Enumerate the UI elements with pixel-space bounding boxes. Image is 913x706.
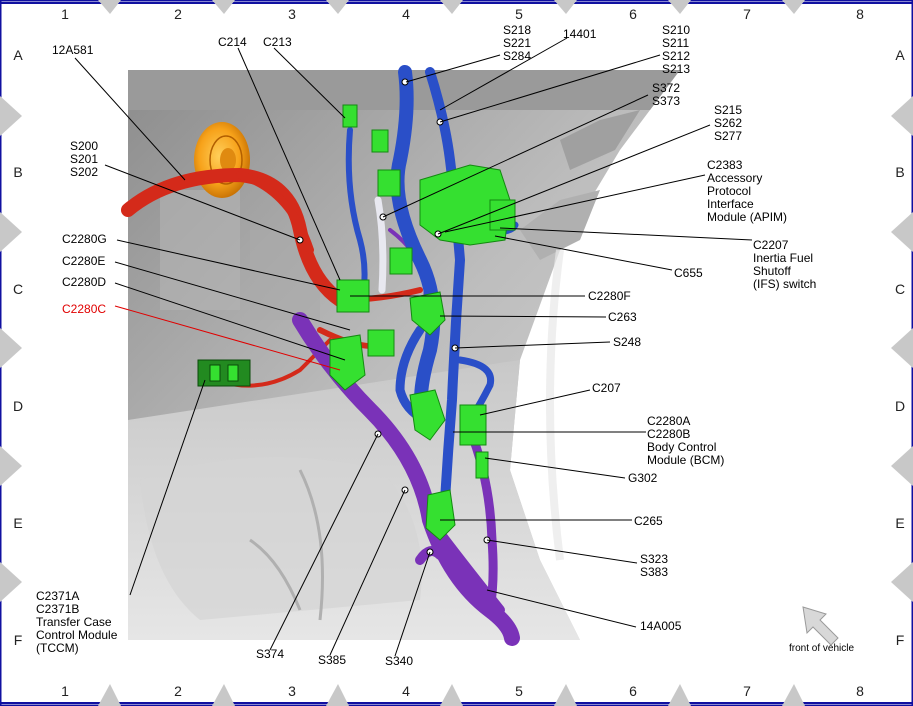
grid-row-a-right: A xyxy=(895,47,905,63)
label-c2207-ifs: C2207 Inertia Fuel Shutoff (IFS) switch xyxy=(753,238,817,291)
connector-c2280c xyxy=(329,334,366,391)
label-12a581: 12A581 xyxy=(52,43,94,57)
label-c2371a-tccm: C2371A C2371B Transfer Case Control Modu… xyxy=(36,589,118,655)
label-c2383-apim: C2383 Accessory Protocol Interface Modul… xyxy=(707,158,788,224)
label-c2280d: C2280D xyxy=(62,275,107,289)
grid-row-c-right: C xyxy=(894,281,906,297)
grid-col-1: 1 xyxy=(61,6,69,22)
grid-col-4-bottom: 4 xyxy=(402,683,410,699)
grid-col-7-bottom: 7 xyxy=(743,683,751,699)
front-arrow-icon xyxy=(802,606,839,646)
grid-col-6-bottom: 6 xyxy=(629,683,637,699)
leader-line-c2280c xyxy=(114,305,341,371)
label-c2280e: C2280E xyxy=(62,254,106,268)
label-c263: C263 xyxy=(608,310,637,324)
label-14a005: 14A005 xyxy=(640,619,682,633)
grid-col-8: 8 xyxy=(856,6,864,22)
grid-row-a: A xyxy=(13,47,23,63)
grid-col-1-bottom: 1 xyxy=(61,683,69,699)
label-c2280a-bcm: C2280A C2280B Body Control Module (BCM) xyxy=(647,414,725,467)
leader-lines xyxy=(74,37,753,657)
label-c214: C214 xyxy=(218,35,247,49)
grid-col-7: 7 xyxy=(743,6,751,22)
green-connectors xyxy=(329,104,516,541)
connector-g302 xyxy=(475,451,489,479)
grid-row-b: B xyxy=(13,164,23,180)
label-s200-s201-s202: S200 S201 S202 xyxy=(70,139,99,179)
label-front-of-vehicle: front of vehicle xyxy=(789,643,855,654)
grid-col-5: 5 xyxy=(515,6,523,22)
label-s385: S385 xyxy=(318,653,347,667)
label-s210-s213: S210 S211 S212 S213 xyxy=(662,23,691,76)
label-c2280c: C2280C xyxy=(62,302,107,316)
grid-col-6: 6 xyxy=(629,6,637,22)
grid-row-f-right: F xyxy=(895,632,905,648)
grid-col-3: 3 xyxy=(288,6,296,22)
connector-c263 xyxy=(409,291,446,336)
connector-c213 xyxy=(342,104,358,128)
grid-col-4: 4 xyxy=(402,6,410,22)
label-14401: 14401 xyxy=(563,27,597,41)
label-s374: S374 xyxy=(256,647,285,661)
label-s248: S248 xyxy=(613,335,642,349)
grid-col-2: 2 xyxy=(174,6,182,22)
grid-row-b-right: B xyxy=(895,164,905,180)
connector-apim xyxy=(419,164,511,246)
grid-col-5-bottom: 5 xyxy=(515,683,523,699)
connector-tccm xyxy=(197,359,251,387)
grommet-12a581 xyxy=(194,122,250,198)
grid-row-e-right: E xyxy=(895,515,905,531)
label-c213: C213 xyxy=(263,35,292,49)
label-c265: C265 xyxy=(634,514,663,528)
label-s218-s221-s284: S218 S221 S284 xyxy=(503,23,532,63)
white-cable xyxy=(374,196,387,294)
label-c2280f: C2280F xyxy=(588,289,631,303)
label-c2280g: C2280G xyxy=(62,232,107,246)
grid-row-c: C xyxy=(12,281,24,297)
grid-col-2-bottom: 2 xyxy=(174,683,182,699)
connector-c265 xyxy=(425,489,456,541)
grid-col-3-bottom: 3 xyxy=(288,683,296,699)
label-s215-s262-s277: S215 S262 S277 xyxy=(714,103,743,143)
label-s340: S340 xyxy=(385,654,414,668)
grid-col-8-bottom: 8 xyxy=(856,683,864,699)
grid-row-f: F xyxy=(13,632,23,648)
connector-bcm xyxy=(459,404,487,446)
label-c207: C207 xyxy=(592,381,621,395)
label-g302: G302 xyxy=(628,471,658,485)
grid-row-e: E xyxy=(13,515,23,531)
grid-row-d-right: D xyxy=(894,398,906,414)
grid-row-d: D xyxy=(12,398,24,414)
label-s372-s373: S372 S373 xyxy=(652,81,681,108)
label-c655: C655 xyxy=(674,266,703,280)
label-s323-s383: S323 S383 xyxy=(640,552,669,579)
